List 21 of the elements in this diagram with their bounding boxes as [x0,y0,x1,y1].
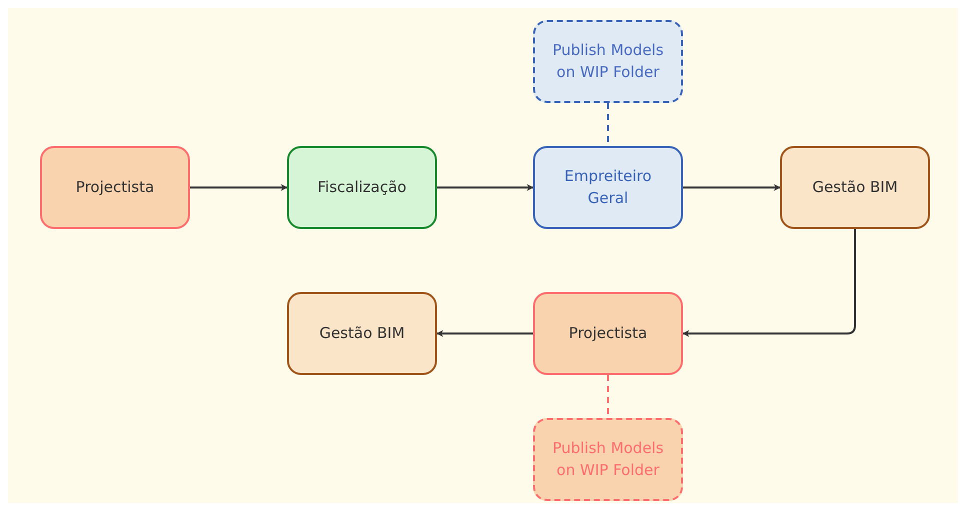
process-box [287,292,437,375]
process-box [780,146,930,229]
node-label: Publish Models on WIP Folder [551,40,665,82]
arrow [683,184,781,191]
node-label: Gestão BIM [319,322,405,344]
arrow [190,184,288,191]
process-box [533,292,683,375]
arrow [682,229,856,337]
node-label: Gestão BIM [812,176,898,198]
process-box [40,146,190,229]
process-box [287,146,437,229]
note-box [533,20,683,103]
node-label: Fiscalização [318,176,406,198]
arrow [436,330,533,337]
node-label: Projectista [76,176,154,198]
note-box [533,418,683,501]
process-box [533,146,683,229]
node-label: Projectista [568,322,648,344]
node-label: Publish Models on WIP Folder [551,438,665,480]
arrow [437,184,534,191]
node-label: Empreiteiro Geral [563,166,653,208]
